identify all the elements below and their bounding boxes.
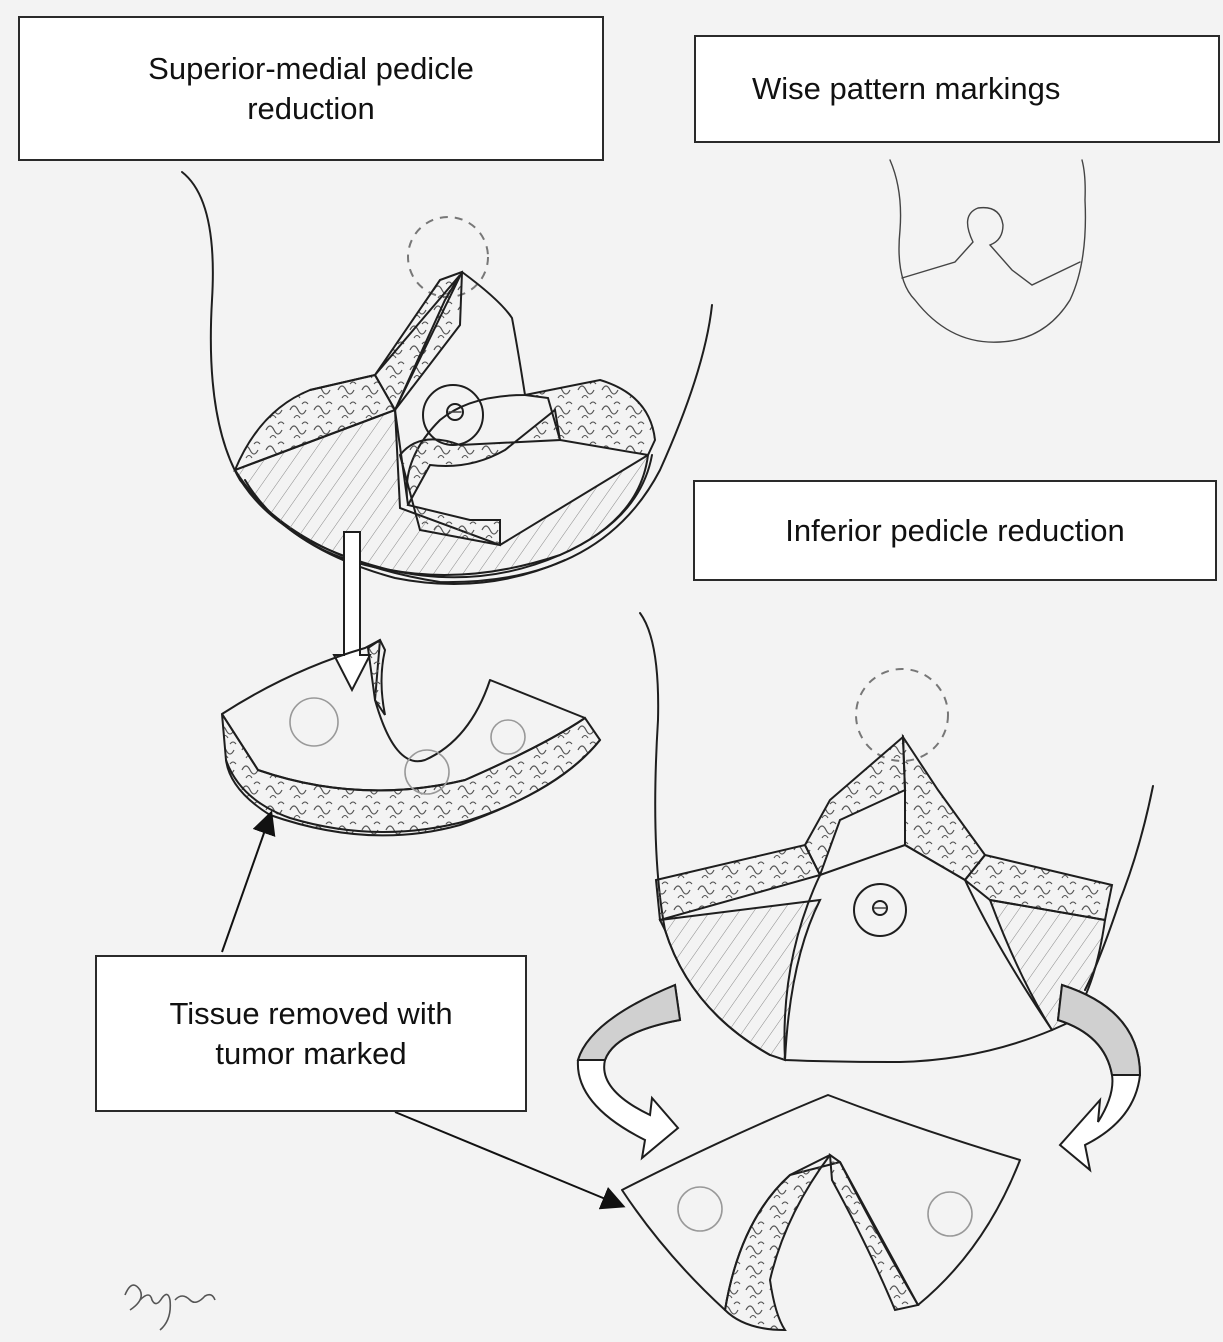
- pointer-arrow-to-sm-tissue: [221, 810, 276, 953]
- sm-resected-notch-fat: [366, 638, 387, 716]
- rotation-arrows: [576, 983, 1142, 1173]
- inf-specimen-marker-1: [677, 1186, 723, 1232]
- label-tissue-removed-text: Tissue removed with tumor marked: [169, 995, 453, 1071]
- label-superior-medial-pedicle: Superior-medial pedicle reduction: [18, 16, 604, 161]
- label-wise-pattern: Wise pattern markings: [694, 35, 1220, 143]
- sm-resected-fat-rim: [221, 713, 602, 837]
- sm-specimen-marker-1: [289, 697, 339, 747]
- pointer-arrow-to-inf-tissue: [394, 1111, 626, 1210]
- label-tissue-removed: Tissue removed with tumor marked: [95, 955, 527, 1112]
- sm-fat-band-right: [524, 378, 657, 457]
- inf-fat-limb-left: [803, 734, 907, 878]
- right-rotation-arrow-shade: [1056, 983, 1142, 1076]
- inf-resected-outline: [621, 1094, 1021, 1311]
- sm-areola: [422, 384, 484, 446]
- inf-resected-tissue: [621, 1094, 1021, 1332]
- inf-hatched-left: [658, 898, 822, 1062]
- sm-fat-crescent: [398, 408, 562, 547]
- inf-new-nipple-position: [855, 668, 949, 762]
- inf-resected-fat-limb-left: [723, 1154, 831, 1332]
- artist-signature: [124, 1284, 216, 1331]
- label-inferior-pedicle-text: Inferior pedicle reduction: [785, 512, 1125, 548]
- label-inferior-pedicle: Inferior pedicle reduction: [693, 480, 1217, 581]
- label-wise-pattern-text: Wise pattern markings: [752, 71, 1061, 106]
- left-rotation-arrow-shade: [576, 983, 682, 1061]
- inf-specimen-marker-2: [927, 1191, 973, 1237]
- superior-medial-breast-illustration: [181, 171, 713, 585]
- inf-fat-limb-right: [901, 733, 987, 882]
- sm-nipple: [446, 403, 464, 421]
- inf-nipple: [872, 900, 888, 916]
- wise-pattern-outline: [901, 206, 1081, 286]
- sm-specimen-marker-2: [404, 749, 450, 795]
- sm-resected-tissue: [221, 638, 602, 837]
- sm-specimen-marker-3: [490, 719, 526, 755]
- label-superior-medial-text: Superior-medial pedicle reduction: [148, 50, 474, 126]
- inf-areola: [853, 883, 907, 937]
- inf-fat-band-right: [963, 853, 1114, 922]
- wise-pattern-sketch: [889, 159, 1087, 343]
- sm-fat-limb-vertical: [309, 270, 464, 413]
- inf-resected-fat-limb-right: [828, 1152, 920, 1312]
- inf-central-pedicle: [783, 844, 1053, 1063]
